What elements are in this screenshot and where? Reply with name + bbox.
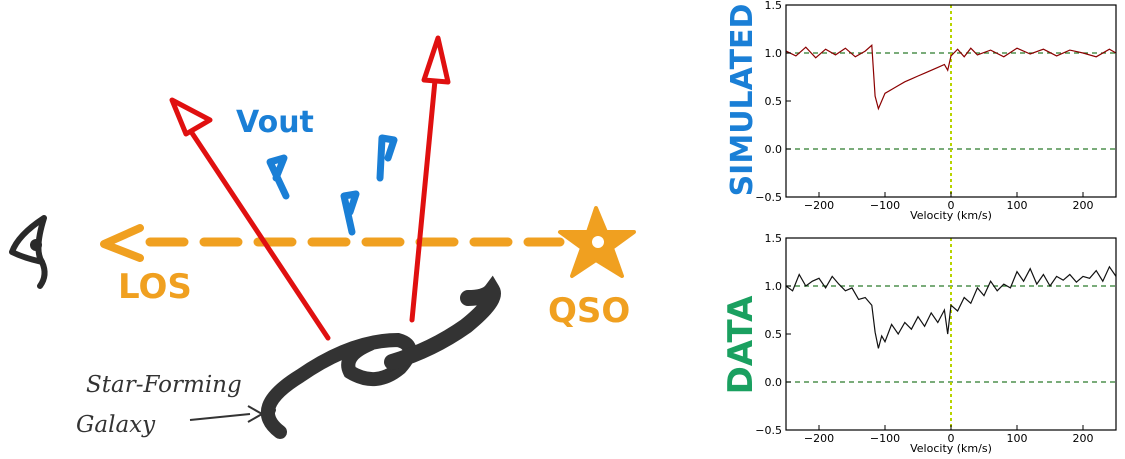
galaxy-label-line2: Galaxy [76,412,156,438]
qso-label: QSO [548,291,630,331]
galaxy-label-line1: Star-Forming [86,372,242,398]
ytick-label: 0.0 [765,376,783,389]
x-axis-label: Velocity (km/s) [910,442,992,455]
ytick-label: 0.5 [765,95,783,108]
data-spectrum-chart: −0.5 0.0 0.5 1.0 1.5 −200 −100 0 100 200Velocity … [755,232,1117,455]
ytick-label: 1.5 [765,0,783,12]
eye-icon [9,215,48,289]
xtick-label: −200 [804,199,834,212]
simulated-label: SIMULATED [725,4,760,197]
star-icon [558,206,636,278]
vout-label: Vout [236,105,314,140]
simulated-spectrum-chart: −0.5 0.0 0.5 1.0 1.5 −200 −100 0 100 200Velocity … [755,0,1117,222]
data-label: DATA [721,295,761,394]
ytick-label: −0.5 [755,424,782,437]
los-label: LOS [118,267,192,307]
xtick-label: 200 [1073,199,1094,212]
xtick-label: −100 [870,199,900,212]
ytick-label: 0.5 [765,328,783,341]
line-of-sight [100,224,565,262]
galaxy-pointer-arrow [189,405,265,423]
series-line-0 [785,265,1117,349]
ytick-label: 0.0 [765,143,783,156]
xtick-label: −100 [870,432,900,445]
ytick-label: 1.0 [765,47,783,60]
galaxy-spiral [260,275,501,439]
ytick-label: −0.5 [755,191,782,204]
ytick-label: 1.5 [765,232,783,245]
ytick-label: 1.0 [765,280,783,293]
xtick-label: −200 [804,432,834,445]
outflow-arrow-right [409,35,451,323]
outflow-arrow-left [169,97,331,341]
xtick-label: 0 [948,432,955,445]
xtick-label: 0 [948,199,955,212]
series-line-0 [785,44,1117,111]
xtick-label: 100 [1007,432,1028,445]
xtick-label: 200 [1073,432,1094,445]
x-axis-label: Velocity (km/s) [910,209,992,222]
velocity-arrow-icon [266,134,398,236]
xtick-label: 100 [1007,199,1028,212]
